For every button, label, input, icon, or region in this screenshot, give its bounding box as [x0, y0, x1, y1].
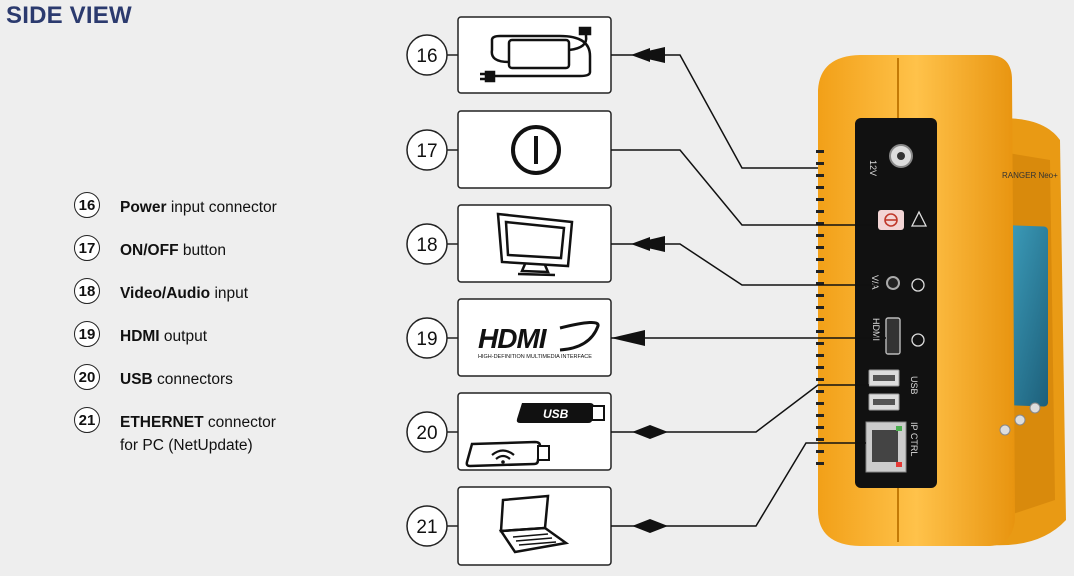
- legend-bold: Power: [120, 199, 167, 216]
- callout-number-21-text: 21: [416, 517, 437, 538]
- legend-bold: HDMI: [120, 328, 160, 345]
- legend-item-16: 16 Power input connector: [74, 192, 374, 222]
- device-vents: [816, 150, 824, 465]
- callout-number-18-text: 18: [416, 235, 437, 256]
- power-adapter-icon: [480, 26, 592, 83]
- monitor-icon: [496, 212, 574, 277]
- legend-number: 16: [74, 192, 100, 218]
- legend-number: 19: [74, 321, 100, 347]
- legend-number: 20: [74, 364, 100, 390]
- legend-bold: ETHERNET: [120, 414, 204, 431]
- usb-wifi-dongle-icon: USB: [465, 403, 605, 468]
- legend-number: 21: [74, 407, 100, 433]
- power-button-icon: [511, 125, 561, 175]
- hdmi-port: [885, 317, 901, 355]
- leader-16: [611, 54, 818, 169]
- legend-rest: button: [178, 242, 226, 259]
- legend-rest: output: [159, 328, 208, 345]
- legend-label: Power input connector: [120, 196, 277, 219]
- callout-number-19-text: 19: [416, 329, 437, 350]
- legend-number: 17: [74, 235, 100, 261]
- hdmi-logo-subtitle: HIGH-DEFINITION MULTIMEDIA INTERFACE: [478, 354, 592, 360]
- legend-item-17: 17 ON/OFF button: [74, 235, 374, 265]
- input-icon: [911, 278, 925, 292]
- callout-number-16-text: 16: [416, 46, 437, 67]
- legend-item-21: 21 ETHERNET connector for PC (NetUpdate): [74, 407, 374, 457]
- callout-number-20-text: 20: [416, 423, 437, 444]
- legend-label: USB connectors: [120, 368, 233, 391]
- legend-label: ETHERNET connector for PC (NetUpdate): [120, 411, 276, 457]
- legend-bold: ON/OFF: [120, 242, 179, 259]
- page-title: SIDE VIEW: [6, 2, 132, 29]
- usb-logo-text: USB: [543, 407, 569, 421]
- output-icon: [911, 333, 925, 347]
- port-label-va: V/A: [870, 275, 880, 290]
- legend-item-19: 19 HDMI output: [74, 321, 374, 351]
- warning-icon: [910, 210, 928, 227]
- legend-label: Video/Audio input: [120, 282, 248, 305]
- port-label-usb: USB: [909, 376, 919, 395]
- device-side-view: 12V V/A HDMI USB IP CTRL RANGER Neo+: [816, 55, 1066, 546]
- legend-bold: Video/Audio: [120, 285, 211, 302]
- callouts: 16 17 18: [406, 16, 612, 566]
- laptop-icon: [498, 494, 570, 554]
- hdmi-logo-text: HDMI: [478, 323, 548, 354]
- legend-rest: input connector: [166, 199, 277, 216]
- legend-label: HDMI output: [120, 325, 207, 348]
- device-brand: RANGER Neo+: [1002, 171, 1058, 180]
- legend-rest: connector: [203, 414, 276, 431]
- leader-21: [611, 442, 866, 527]
- leader-20: [611, 384, 869, 433]
- port-label-ip: IP CTRL: [909, 422, 919, 456]
- callout-box-21: [457, 486, 612, 566]
- callout-number-17-text: 17: [416, 141, 437, 162]
- legend-number: 18: [74, 278, 100, 304]
- legend-bold: USB: [120, 371, 153, 388]
- leader-lines: [611, 47, 886, 533]
- legend-rest: input: [210, 285, 249, 302]
- legend-item-18: 18 Video/Audio input: [74, 278, 374, 308]
- legend-item-20: 20 USB connectors: [74, 364, 374, 394]
- legend-rest: connectors: [152, 371, 233, 388]
- legend-line2: for PC (NetUpdate): [120, 437, 253, 454]
- leader-17: [611, 149, 878, 226]
- legend-label: ON/OFF button: [120, 239, 226, 262]
- port-label-power: 12V: [868, 160, 878, 176]
- va-jack: [886, 276, 900, 290]
- hdmi-logo-icon: HDMI HIGH-DEFINITION MULTIMEDIA INTERFAC…: [476, 321, 600, 360]
- port-label-hdmi: HDMI: [871, 318, 881, 341]
